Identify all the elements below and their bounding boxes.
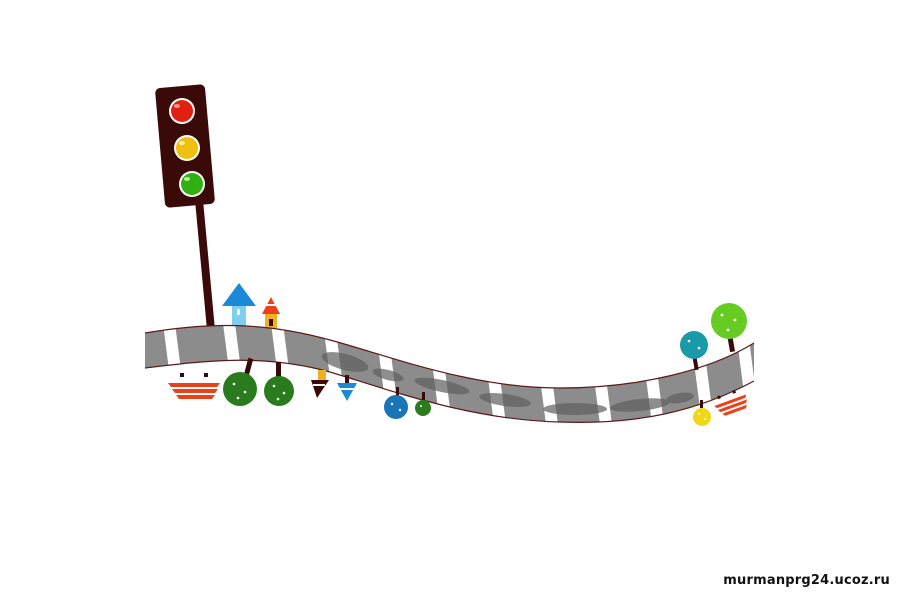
tree-icon: [384, 387, 408, 419]
watermark-text: murmanprg24.ucoz.ru: [723, 573, 890, 588]
yellow-light: [176, 137, 198, 159]
tower-house-icon: [262, 297, 280, 328]
road-edge-bottom: [144, 359, 755, 423]
house-icon: [222, 283, 256, 328]
tree-icon: [693, 400, 711, 426]
traffic-light-pole: [195, 200, 215, 330]
red-light: [171, 100, 193, 122]
green-light: [181, 173, 203, 195]
house-window: [237, 309, 240, 315]
yellow-light-shine: [179, 141, 185, 145]
zebra-stripe: [160, 325, 190, 423]
house-roof: [222, 283, 256, 306]
tree-icon: [711, 303, 747, 353]
inverted-house-icon: [337, 375, 357, 401]
inverted-house-icon: [311, 370, 329, 398]
zebra-stripe: [636, 325, 666, 423]
green-light-shine: [184, 177, 190, 181]
tree-icon: [264, 362, 294, 406]
tree-icon: [680, 331, 708, 371]
tree-icon: [415, 392, 431, 416]
zebra-stripe: [478, 325, 508, 423]
road-shadows: [321, 352, 694, 415]
traffic-light-icon: [155, 84, 215, 330]
car-icon: [168, 373, 220, 399]
house-wall: [232, 306, 246, 328]
road-edge-top: [144, 324, 755, 389]
car-icon: [714, 389, 747, 416]
red-light-shine: [174, 104, 180, 108]
tree-icon: [223, 357, 257, 406]
